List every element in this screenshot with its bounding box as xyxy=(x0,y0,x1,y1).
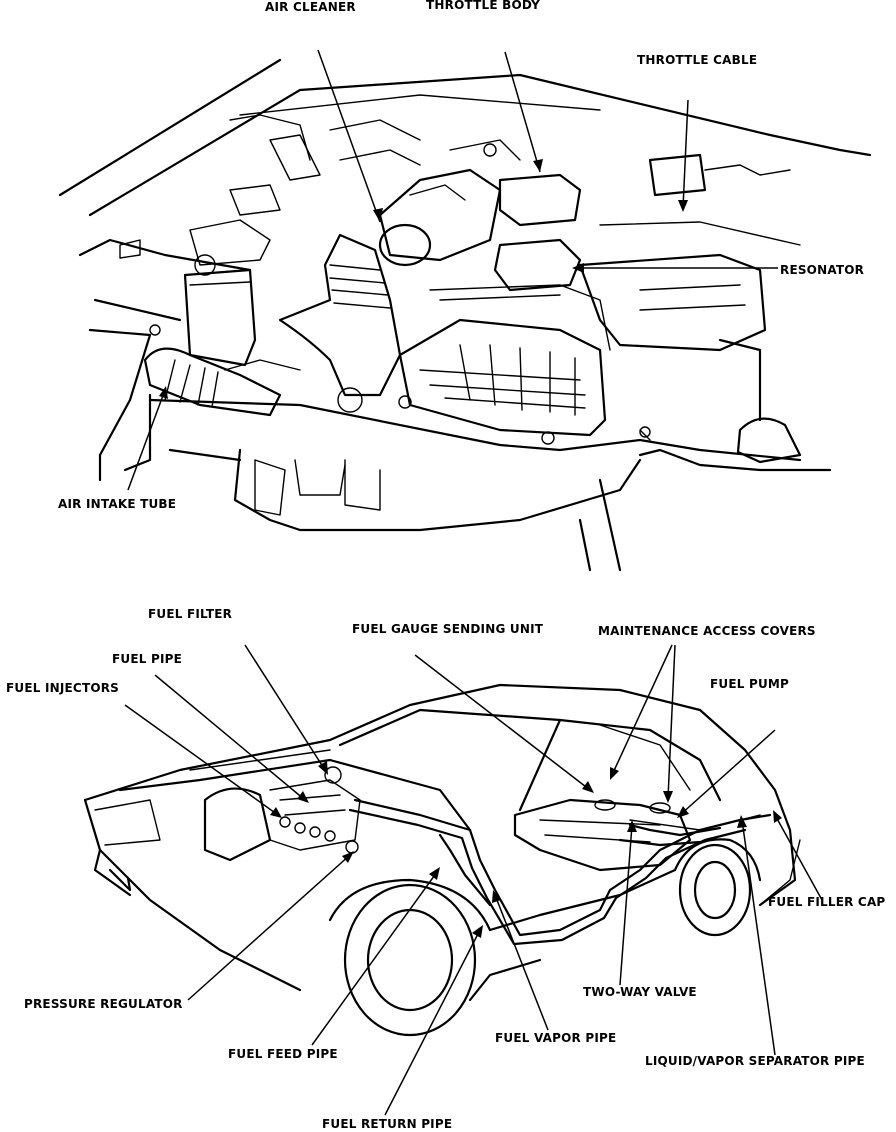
label-pressure-regulator: PRESSURE REGULATOR xyxy=(24,997,183,1011)
label-air-intake-tube: AIR INTAKE TUBE xyxy=(58,497,177,511)
label-throttle-body: THROTTLE BODY xyxy=(426,0,541,12)
bottom-leader-lines xyxy=(124,644,823,1116)
label-liquid-vapor-separator-pipe: LIQUID/VAPOR SEPARATOR PIPE xyxy=(645,1054,865,1068)
car-fuel-system-illustration xyxy=(83,683,801,1037)
label-fuel-pipe: FUEL PIPE xyxy=(112,652,183,666)
label-fuel-pump: FUEL PUMP xyxy=(710,677,790,691)
label-fuel-return-pipe: FUEL RETURN PIPE xyxy=(322,1117,453,1131)
label-fuel-vapor-pipe: FUEL VAPOR PIPE xyxy=(495,1031,617,1045)
label-two-way-valve: TWO-WAY VALVE xyxy=(583,985,697,999)
label-fuel-injectors: FUEL INJECTORS xyxy=(6,681,120,695)
label-resonator: RESONATOR xyxy=(780,263,865,277)
engine-bay-illustration xyxy=(58,58,872,572)
top-leader-lines xyxy=(127,49,778,491)
label-throttle-cable: THROTTLE CABLE xyxy=(637,53,758,67)
label-air-cleaner: AIR CLEANER xyxy=(265,0,356,14)
label-fuel-feed-pipe: FUEL FEED PIPE xyxy=(228,1047,338,1061)
label-fuel-filler-cap: FUEL FILLER CAP xyxy=(768,895,886,909)
label-maintenance-access-covers: MAINTENANCE ACCESS COVERS xyxy=(598,624,816,638)
label-fuel-filter: FUEL FILTER xyxy=(148,607,233,621)
label-fuel-gauge-sending-unit: FUEL GAUGE SENDING UNIT xyxy=(352,622,544,636)
